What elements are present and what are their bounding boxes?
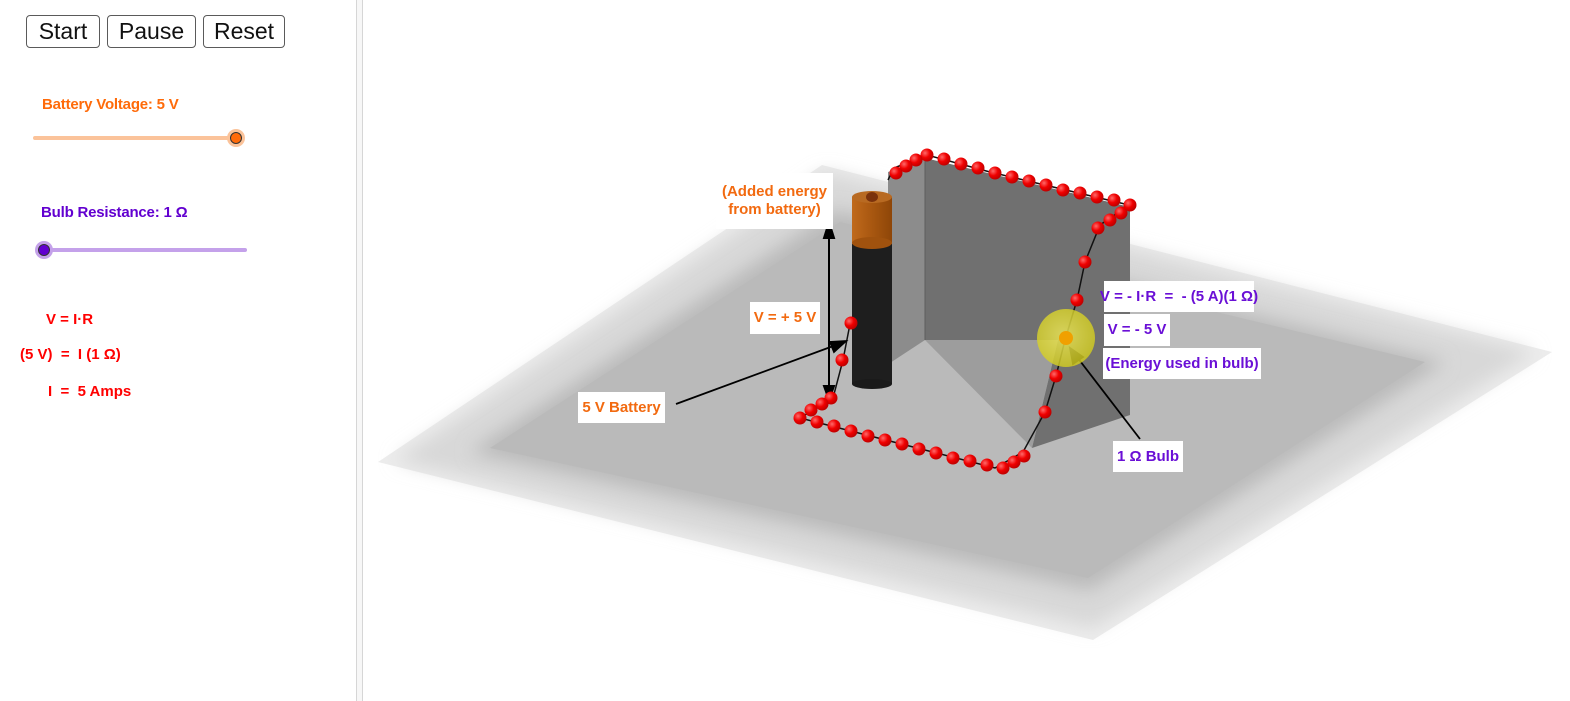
reset-button[interactable]: Reset [203,15,285,48]
voltage-drop-label: V = - 5 V [1104,314,1170,346]
back-wall-panel [925,158,1130,448]
battery-voltage-label: Battery Voltage: 5 V [42,96,179,113]
substituted-equation: (5 V) = I (1 Ω) [20,346,121,363]
added-energy-label: (Added energy from battery) [716,173,833,229]
energy-used-label: (Energy used in bulb) [1103,348,1261,379]
bulb-resistance-label: Bulb Resistance: 1 Ω [41,204,188,221]
start-button[interactable]: Start [26,15,100,48]
battery-slider-knob[interactable] [230,132,242,144]
panel-divider[interactable] [356,0,363,701]
pause-button[interactable]: Pause [107,15,196,48]
battery-label: 5 V Battery [578,392,665,423]
battery-slider-track[interactable] [33,136,236,140]
light-bulb[interactable] [1037,309,1095,367]
battery-pointer-arrow [675,339,849,405]
ohms-law-equation: V = I·R [46,311,94,328]
resistance-slider-track[interactable] [40,248,247,252]
voltage-drop-formula-label: V = - I·R = - (5 A)(1 Ω) [1100,281,1258,312]
current-result: I = 5 Amps [48,383,132,400]
battery[interactable] [852,191,892,389]
circuit-3d-view[interactable]: (Added energy from battery) V = + 5 V 5 … [363,0,1570,701]
voltage-gain-label: V = + 5 V [750,302,820,334]
resistance-slider-knob[interactable] [38,244,50,256]
control-panel: Start Pause Reset Battery Voltage: 5 V B… [0,0,356,701]
electron-particles [793,148,1137,475]
bulb-label: 1 Ω Bulb [1113,441,1183,472]
